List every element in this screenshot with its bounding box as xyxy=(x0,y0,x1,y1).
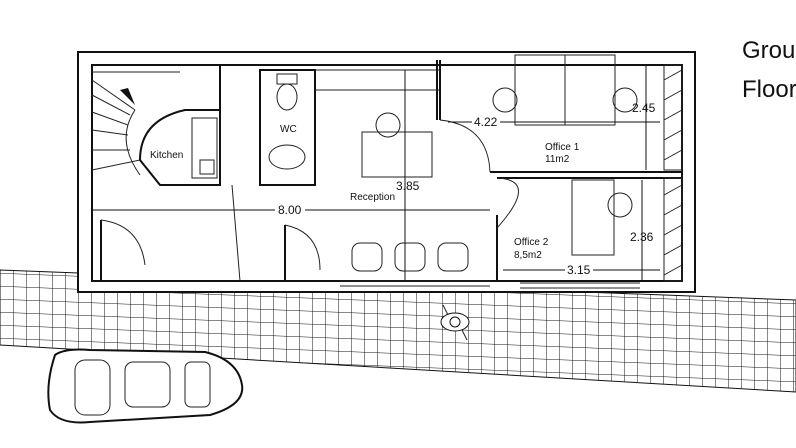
dim-overall-width: 8.00 xyxy=(278,203,302,217)
car-icon xyxy=(47,348,244,424)
plan-title-line2: Floor xyxy=(742,76,796,103)
reception-furniture: Reception xyxy=(350,112,469,272)
dim-office2-depth: 2.36 xyxy=(630,230,654,244)
dim-reception-depth: 3.85 xyxy=(396,179,420,193)
wc-fixtures: WC xyxy=(268,73,306,170)
person-icon xyxy=(440,304,470,341)
office2-area: 8,5m2 xyxy=(514,250,542,261)
plan-title-line1: Ground xyxy=(742,37,796,64)
dim-office1-depth: 2.45 xyxy=(632,101,656,115)
office1-name: Office 1 xyxy=(545,142,580,153)
reception-label: Reception xyxy=(350,192,395,203)
kitchen: Kitchen xyxy=(138,109,221,186)
office1-furniture: Office 1 11m2 xyxy=(492,54,683,171)
interior-walls xyxy=(100,60,683,282)
office2-name: Office 2 xyxy=(514,237,549,248)
dimension-labels: 8.00 3.85 4.22 2.45 2.36 3.15 xyxy=(275,101,656,277)
doors xyxy=(100,119,519,271)
wc-label: WC xyxy=(280,124,297,135)
staircase xyxy=(91,71,180,176)
office2-furniture: Office 2 8,5m2 xyxy=(514,177,683,282)
dim-office1-width: 4.22 xyxy=(474,115,498,129)
office1-area: 11m2 xyxy=(545,154,570,165)
dim-office2-width: 3.15 xyxy=(567,263,591,277)
kitchen-label: Kitchen xyxy=(150,150,183,161)
